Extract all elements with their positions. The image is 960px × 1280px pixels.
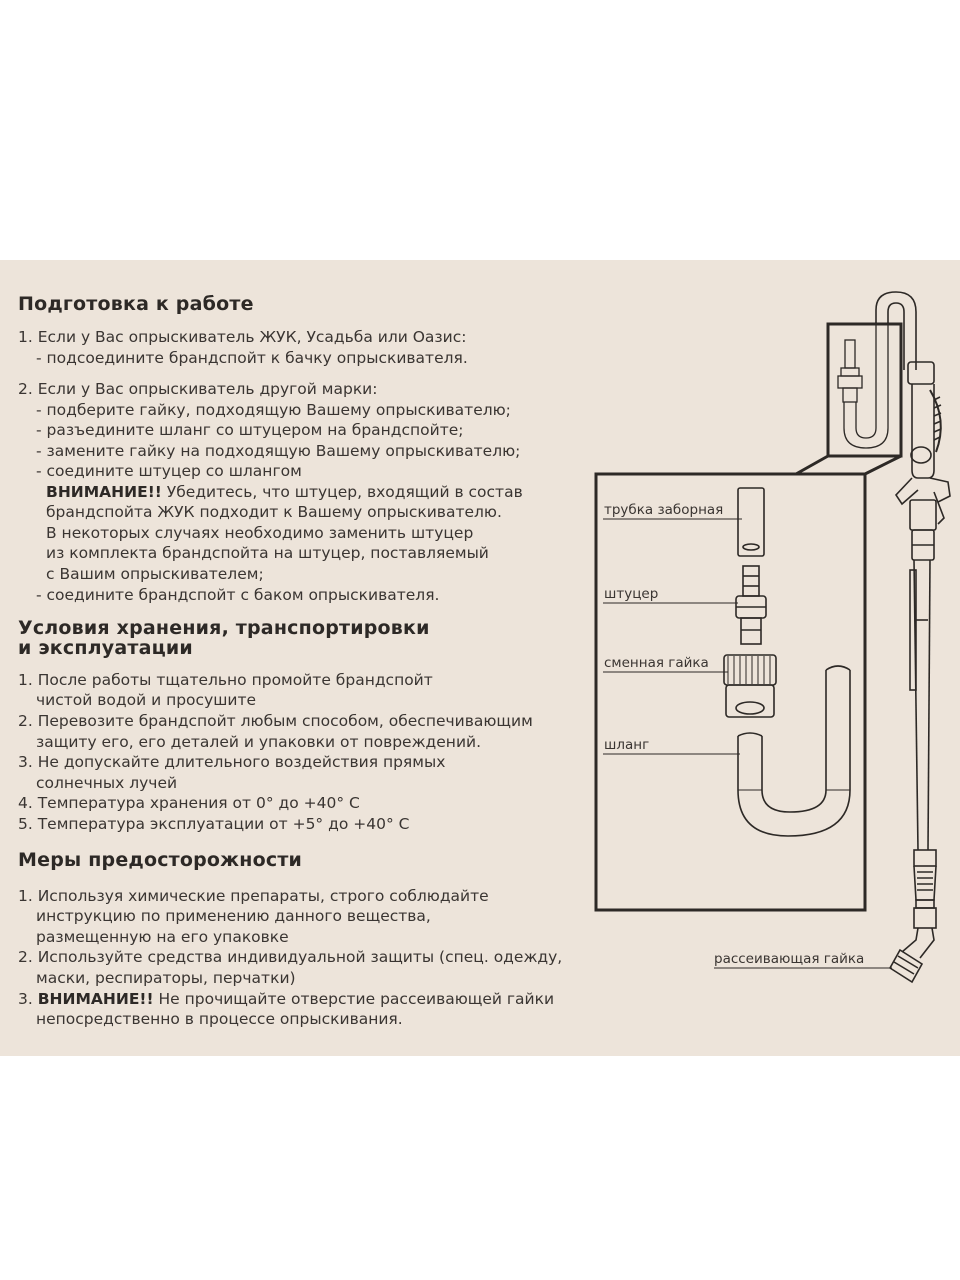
label-hose: шланг [604,737,650,753]
sprayer-handle [894,361,951,561]
label-fitting: штуцер [604,586,659,602]
text-line: - соедините штуцер со шлангом [36,462,302,480]
zoom-connector [795,454,829,476]
zoom-fitting [837,322,889,449]
heading-storage-cont: и эксплуатации [18,637,193,659]
text-line: 2. Перевозите брандспойт любым способом,… [18,712,533,730]
zoom-connector [864,454,902,476]
text-line: брандспойта ЖУК подходит к Вашему опрыск… [46,503,502,521]
zoom-frame [826,322,903,458]
instruction-sheet [0,260,960,1056]
text-line: 2. Используйте средства индивидуальной з… [18,948,563,966]
text-line: 1. Если у Вас опрыскиватель ЖУК, Усадьба… [18,328,467,346]
warning-label: ВНИМАНИЕ!! [46,483,162,501]
spray-nut [888,948,924,984]
part-replaceable-nut [723,654,777,718]
warning-text: Не прочищайте отверстие рассеивающей гай… [153,990,555,1008]
hose-loop [875,291,917,370]
text-line: инструкцию по применению данного веществ… [36,907,431,925]
warning-line: ВНИМАНИЕ!! Убедитесь, что штуцер, входящ… [46,482,523,503]
leader-lines [603,518,892,969]
parts-frame [594,472,867,912]
text-line: 2. Если у Вас опрыскиватель другой марки… [18,380,378,398]
part-fitting [735,565,767,645]
text-line: В некоторых случаях необходимо заменить … [46,524,474,542]
warning-line: 3. ВНИМАНИЕ!! Не прочищайте отверстие ра… [18,989,554,1010]
heading-preparation: Подготовка к работе [18,293,254,315]
text-line: чистой водой и просушите [36,691,257,709]
text-line: размещенную на его упаковке [36,928,289,946]
label-intake-tube: трубка заборная [604,502,724,518]
text-line: - соедините брандспойт с баком опрыскива… [36,586,440,604]
part-intake-tube [737,487,765,557]
text-line: - подберите гайку, подходящую Вашему опр… [36,401,511,419]
part-hose [737,665,851,837]
heading-storage: Условия хранения, транспортировки [18,617,430,639]
text-line: - замените гайку на подходящую Вашему оп… [36,442,521,460]
label-replaceable-nut: сменная гайка [604,655,709,671]
text-line: из комплекта брандспойта на штуцер, пост… [46,544,489,562]
warning-label: ВНИМАНИЕ!! [37,990,154,1008]
heading-precautions: Меры предосторожности [18,849,303,871]
text-line: непосредственно в процессе опрыскивания. [36,1010,403,1028]
text-line: - разъедините шланг со штуцером на бранд… [36,421,464,439]
sprayer-rod [901,559,937,959]
label-spray-nut: рассеивающая гайка [714,951,865,967]
text-line: - подсоедините брандспойт к бачку опрыск… [36,349,468,367]
text-line: 4. Температура хранения от 0° до +40° С [18,794,360,812]
list-number: 3. [18,990,38,1008]
text-line: 1. После работы тщательно промойте бранд… [18,671,433,689]
text-line: маски, респираторы, перчатки) [36,969,296,987]
text-line: солнечных лучей [36,774,178,792]
text-line: 1. Используя химические препараты, строг… [18,887,489,905]
text-line: 5. Температура эксплуатации от +5° до +4… [18,815,410,833]
text-line: с Вашим опрыскивателем; [46,565,264,583]
warning-text: Убедитесь, что штуцер, входящий в состав [161,483,523,501]
text-line: 3. Не допускайте длительного воздействия… [18,753,446,771]
text-line: защиту его, его деталей и упаковки от по… [36,733,482,751]
